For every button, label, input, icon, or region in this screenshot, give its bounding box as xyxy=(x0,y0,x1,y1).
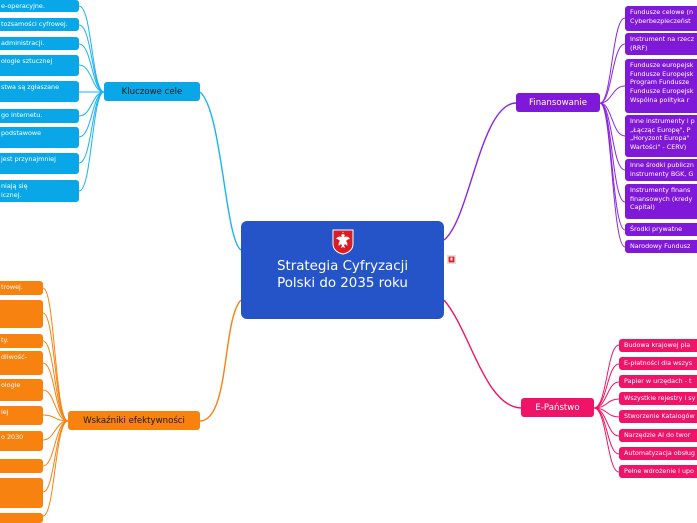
central-title-line1: Strategia Cyfryzacji xyxy=(276,259,409,274)
kluczowe-cele-item[interactable]: go internetu. xyxy=(0,109,79,123)
kluczowe-cele-item[interactable]: stwa są zgłaszane xyxy=(0,81,79,102)
wskazniki-item[interactable]: dliwość- xyxy=(0,351,43,375)
wskazniki-item[interactable]: ologie xyxy=(0,379,43,401)
wskazniki-item[interactable] xyxy=(0,459,43,473)
wskazniki-item[interactable]: trowej. xyxy=(0,281,43,295)
e-panstwo-item[interactable]: Wszystkie rejestry i sy xyxy=(619,392,697,405)
finansowanie-item[interactable]: Instrumenty finans finansowych (kredy Ca… xyxy=(625,184,697,219)
finansowanie-item[interactable]: Środki prywatne xyxy=(625,223,697,236)
finansowanie-item[interactable]: Instrument na rzecz (RRF) xyxy=(625,33,697,55)
central-topic[interactable]: Strategia Cyfryzacji Polski do 2035 roku xyxy=(241,221,444,319)
wskazniki-item[interactable] xyxy=(0,513,43,523)
kluczowe-cele-item[interactable]: e-operacyjne. xyxy=(0,0,79,12)
kluczowe-cele-item[interactable]: administracji. xyxy=(0,37,79,50)
finansowanie-item[interactable]: Narodowy Fundusz xyxy=(625,240,697,253)
branch-kluczowe-cele[interactable]: Kluczowe cele xyxy=(104,82,200,101)
central-title-line2: Polski do 2035 roku xyxy=(277,276,408,292)
finansowanie-item[interactable]: Inne środki publiczn instrumenty BGK, G xyxy=(625,159,697,181)
wskazniki-item[interactable] xyxy=(0,300,43,328)
e-panstwo-item[interactable]: Budowa krajowej pla xyxy=(619,339,697,352)
kluczowe-cele-item[interactable]: podstawowe xyxy=(0,127,79,148)
e-panstwo-item[interactable]: Stworzenie Katalogów xyxy=(619,410,697,423)
polish-eagle-icon xyxy=(332,229,353,255)
kluczowe-cele-item[interactable]: niają się icznej. xyxy=(0,180,79,202)
wskazniki-item[interactable]: o 2030 xyxy=(0,431,43,451)
flag-marker-icon xyxy=(447,255,456,264)
kluczowe-cele-item[interactable]: ologie sztucznej xyxy=(0,55,79,76)
e-panstwo-item[interactable]: Narzędzie AI do twor xyxy=(619,429,697,442)
e-panstwo-item[interactable]: Papier w urzędach - t xyxy=(619,375,697,388)
branch-finansowanie[interactable]: Finansowanie xyxy=(516,93,600,112)
wskazniki-item[interactable]: ty. xyxy=(0,334,43,348)
e-panstwo-item[interactable]: Pełne wdrożenie i upo xyxy=(619,465,697,478)
finansowanie-item[interactable]: Inne instrumenty i p „Łącząc Europę", P … xyxy=(625,115,697,157)
wskazniki-item[interactable]: iej xyxy=(0,406,43,425)
finansowanie-item[interactable]: Fundusze celowe (n Cyberbezpieczeńst xyxy=(625,6,697,31)
kluczowe-cele-item[interactable]: jest przynajmniej xyxy=(0,153,79,174)
e-panstwo-item[interactable]: Automatyzacja obsług xyxy=(619,447,697,460)
e-panstwo-item[interactable]: E-płatności dla wszys xyxy=(619,357,697,370)
finansowanie-item[interactable]: Fundusze europejsk Fundusze Europejsk Pr… xyxy=(625,59,697,113)
branch-e-panstwo[interactable]: E-Państwo xyxy=(521,398,594,417)
kluczowe-cele-item[interactable]: tożsamości cyfrowej. xyxy=(0,18,79,31)
branch-wskazniki-efektywnosci[interactable]: Wskaźniki efektywności xyxy=(68,411,200,430)
wskazniki-item[interactable] xyxy=(0,478,43,508)
